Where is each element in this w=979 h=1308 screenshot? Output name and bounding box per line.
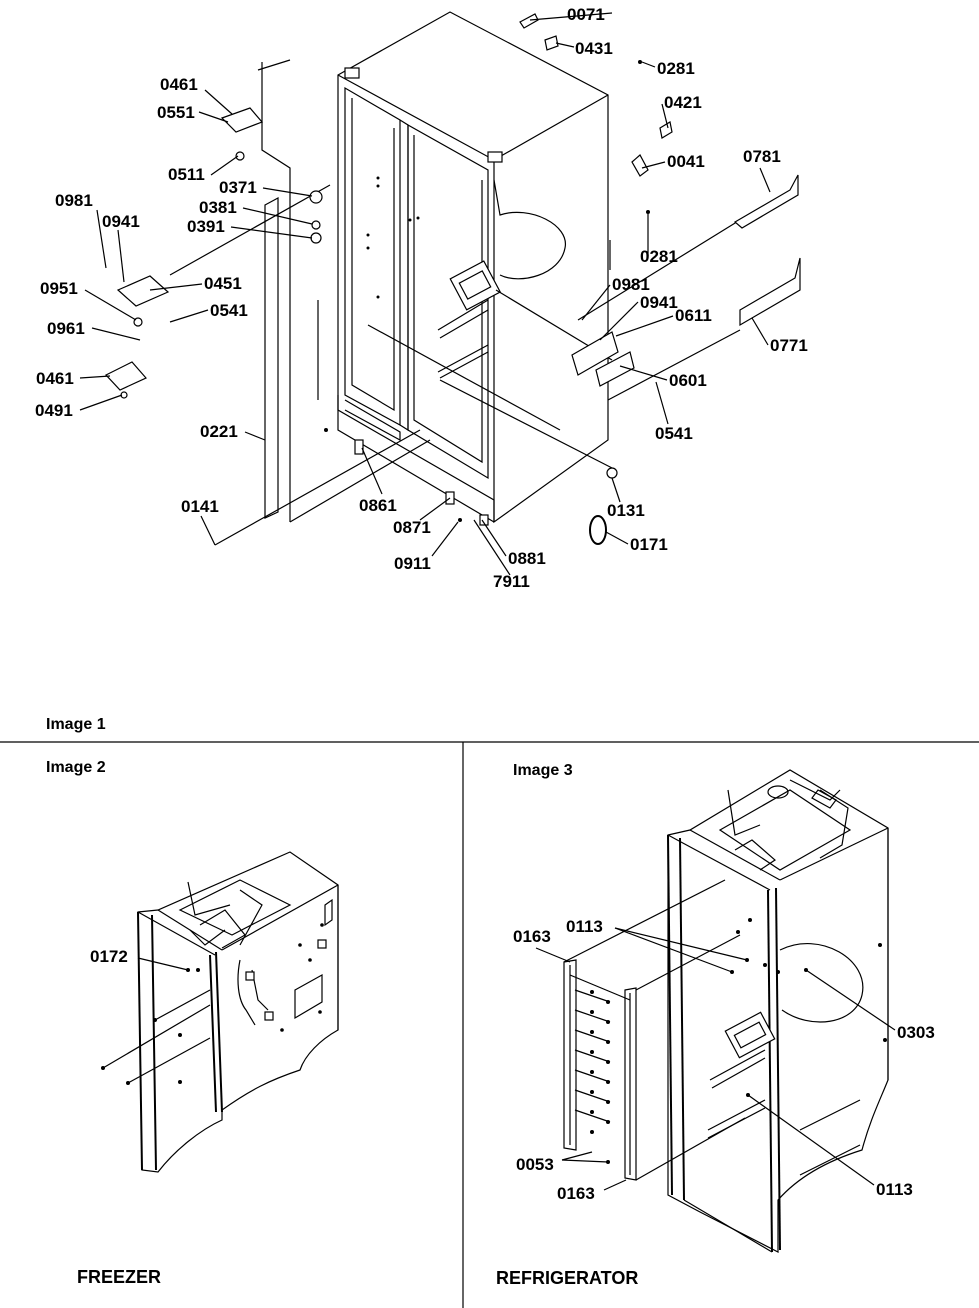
part-label: 0172 xyxy=(90,947,128,966)
part-label: 0141 xyxy=(181,497,219,516)
part-label: 0461 xyxy=(160,75,198,94)
image3-labels: 0163 0113 0303 0053 0163 0113 xyxy=(513,917,935,1203)
part-label: 0911 xyxy=(394,554,431,573)
part-label: 7911 xyxy=(493,572,530,591)
part-label: 0981 xyxy=(55,191,93,210)
part-label: 0281 xyxy=(640,247,678,266)
part-label: 0881 xyxy=(508,549,546,568)
part-label: 0421 xyxy=(664,93,702,112)
image2-freezer-drawing xyxy=(101,851,339,1173)
leader-line xyxy=(137,957,189,971)
part-label: 0611 xyxy=(675,306,712,325)
part-label: 0113 xyxy=(566,917,603,936)
image2-caption: Image 2 xyxy=(46,759,106,776)
part-label: 0303 xyxy=(897,1023,935,1042)
part-label: 0163 xyxy=(557,1184,595,1203)
part-label: 0431 xyxy=(575,39,613,58)
part-label: 0391 xyxy=(187,217,225,236)
part-label: 0131 xyxy=(607,501,645,520)
part-label: 0281 xyxy=(657,59,695,78)
part-label: 0941 xyxy=(102,212,140,231)
image1-caption: Image 1 xyxy=(46,716,106,733)
part-label: 0171 xyxy=(630,535,668,554)
part-label: 0371 xyxy=(219,178,257,197)
part-label: 0451 xyxy=(204,274,242,293)
part-label: 0861 xyxy=(359,496,397,515)
part-label: 0511 xyxy=(168,165,205,184)
part-label: 0221 xyxy=(200,422,238,441)
freezer-title: FREEZER xyxy=(77,1267,161,1287)
image3-refrigerator-drawing xyxy=(563,769,889,1253)
part-label: 0163 xyxy=(513,927,551,946)
image3-caption: Image 3 xyxy=(513,762,573,779)
part-label: 0541 xyxy=(210,301,248,320)
part-label: 0071 xyxy=(567,5,605,24)
image1-cabinet-drawing xyxy=(105,11,801,546)
part-label: 0113 xyxy=(876,1180,913,1199)
part-label: 0941 xyxy=(640,293,678,312)
part-label: 0041 xyxy=(667,152,705,171)
part-label: 0981 xyxy=(612,275,650,294)
image1-labels: 0071 0431 0281 0461 0551 0421 0041 0781 … xyxy=(35,5,808,591)
part-label: 0381 xyxy=(199,198,237,217)
part-label: 0461 xyxy=(36,369,74,388)
part-label: 0491 xyxy=(35,401,73,420)
part-label: 0771 xyxy=(770,336,808,355)
part-label: 0961 xyxy=(47,319,85,338)
refrigerator-title: REFRIGERATOR xyxy=(496,1268,638,1288)
part-label: 0551 xyxy=(157,103,195,122)
part-label: 0541 xyxy=(655,424,693,443)
part-label: 0601 xyxy=(669,371,707,390)
part-label: 0951 xyxy=(40,279,78,298)
part-label: 0871 xyxy=(393,518,431,537)
part-label: 0053 xyxy=(516,1155,554,1174)
part-label: 0781 xyxy=(743,147,781,166)
